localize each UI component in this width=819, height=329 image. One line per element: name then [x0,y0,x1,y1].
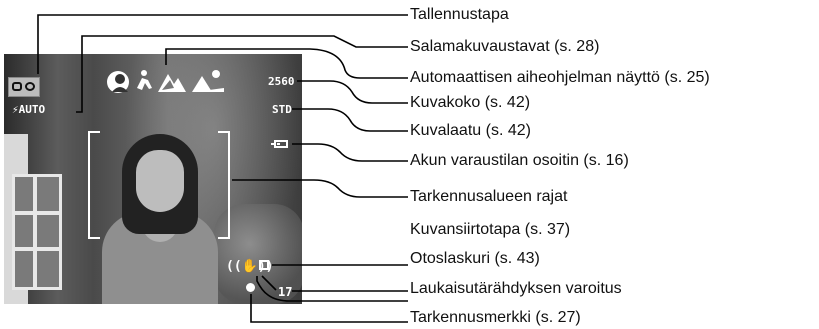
label-kuvakoko: Kuvakoko (s. 42) [410,94,531,111]
movie-icon [25,82,35,91]
leader-kuvakoko [297,80,408,104]
leader-tarkennusmerkki [250,294,408,323]
label-aiheohjelma: Automaattisen aiheohjelman näyttö (s. 25… [410,69,710,86]
label-otoslaskuri: Otoslaskuri (s. 43) [410,250,540,267]
sunset-scene-icon [192,70,224,92]
leader-akku [292,143,408,162]
battery-icon [271,140,288,148]
label-tallennustapa: Tallennustapa [410,6,509,23]
photo-window [12,174,62,290]
focus-signal-icon [246,283,255,292]
photo-subject-face [136,150,184,212]
portrait-scene-icon [107,71,129,93]
focus-frame-right-bracket [218,131,230,239]
recording-mode-icon [8,77,40,97]
image-size-indicator: 2560 [268,75,295,88]
frame-counter: 17 [278,285,293,299]
camera-icon [12,82,22,91]
scene-mode-icons [107,70,224,93]
camera-lcd-screen [4,54,302,304]
label-salamakuvaustavat: Salamakuvaustavat (s. 28) [410,38,600,55]
label-varoitus: Laukaisutärähdyksen varoitus [410,280,622,297]
leader-kuvalaatu [292,108,408,132]
label-kuvalaatu: Kuvalaatu (s. 42) [410,122,531,139]
label-tarkennusmerkki: Tarkennusmerkki (s. 27) [410,309,581,326]
label-tarkennusalue: Tarkennusalueen rajat [410,188,568,205]
image-quality-indicator: STD [272,103,292,116]
leader-varoitus [256,276,408,302]
sports-scene-icon [137,70,152,90]
leader-salama [76,35,408,113]
leader-varoitus-2 [261,275,277,291]
landscape-scene-icon [158,74,186,92]
leader-tarkennusalue [232,179,408,198]
leader-aiheohjelma [165,48,408,79]
leader-tallennustapa [37,14,408,74]
drive-mode-icon [259,260,269,270]
label-kuvansiirtotapa: Kuvansiirtotapa (s. 37) [410,221,571,238]
label-akku: Akun varaustilan osoitin (s. 16) [410,152,629,169]
focus-frame-left-bracket [88,131,100,239]
flash-mode-indicator: ⚡AUTO [12,103,46,116]
